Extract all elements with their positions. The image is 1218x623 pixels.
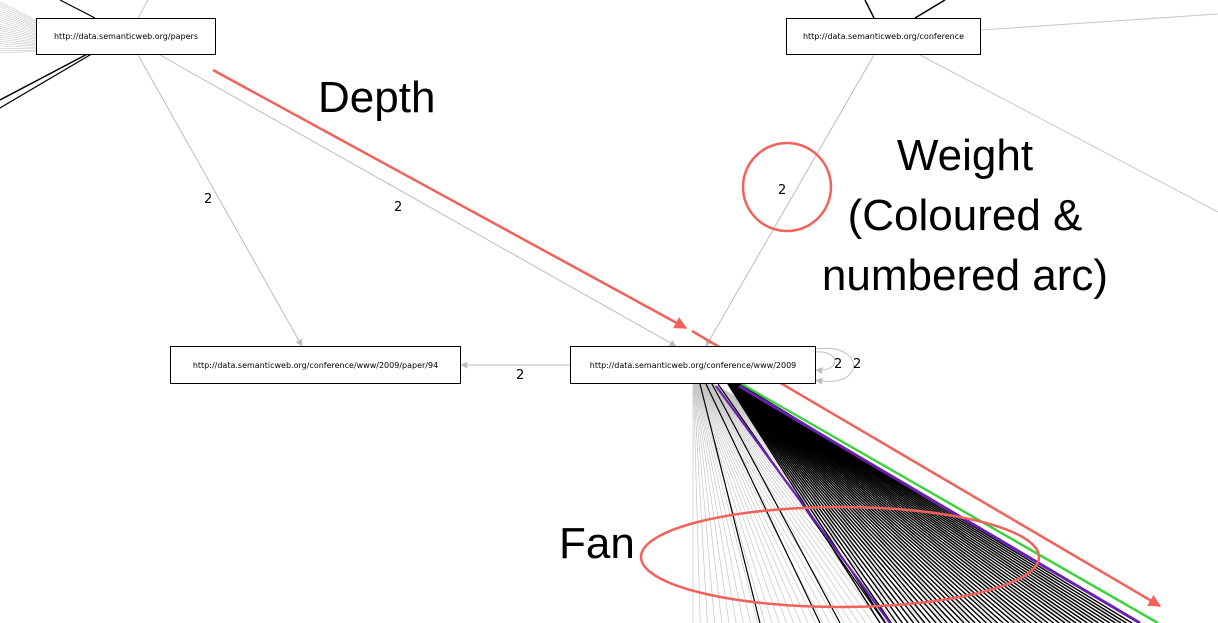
- annotation-weight-line1: Weight: [896, 131, 1034, 180]
- bundle-edge: [59, 0, 96, 19]
- fan-edge: [728, 383, 903, 623]
- annotation-weight-line3: numbered arc): [821, 251, 1109, 300]
- fan-edge: [701, 383, 881, 623]
- node-conference[interactable]: http://data.semanticweb.org/conference: [786, 18, 981, 55]
- fan-edge: [729, 383, 920, 623]
- fan-edge: [733, 383, 1021, 623]
- fan-edge: [697, 383, 795, 623]
- fan-edge-green: [741, 382, 1159, 623]
- fan-edge: [699, 383, 831, 623]
- fan-edge: [694, 383, 723, 623]
- fan-edge: [733, 383, 1010, 623]
- fan-edge: [698, 383, 816, 623]
- fan-edge: [729, 383, 926, 623]
- node-paper94[interactable]: http://data.semanticweb.org/conference/w…: [170, 346, 461, 384]
- fan-edge: [727, 383, 892, 623]
- fan-edge: [700, 383, 845, 623]
- fan-edge: [730, 383, 948, 623]
- fan-edge: [729, 383, 937, 623]
- fan-edge: [730, 383, 954, 623]
- node-papers[interactable]: http://data.semanticweb.org/papers: [36, 18, 216, 55]
- fan-edge: [705, 383, 821, 623]
- fan-edge: [731, 383, 971, 623]
- fan-edge: [711, 383, 841, 623]
- edge-bundle-top-conference: [137, 0, 1218, 213]
- fan-edge: [697, 383, 802, 623]
- fan-edge: [698, 383, 823, 623]
- depth-arrow: [212, 68, 688, 330]
- fan-edge: [695, 383, 751, 623]
- fan-edge: [733, 383, 1004, 623]
- fan-edge: [733, 383, 1015, 623]
- weight-label-papers-paper94: 2: [204, 192, 213, 207]
- fan-edge: [693, 383, 708, 623]
- weight-label-papers-www2009: 2: [394, 200, 403, 215]
- fan-edge: [727, 383, 881, 623]
- fan-edge: [702, 383, 895, 623]
- annotation-fan: Fan: [559, 519, 635, 568]
- edge-fan-bundle: [692, 382, 1163, 623]
- fan-edge: [734, 383, 1038, 623]
- fan-edge: [728, 383, 909, 623]
- edge-self-loop-outer: [815, 347, 854, 385]
- fan-edge: [694, 383, 737, 623]
- bundle-edge: [0, 49, 96, 101]
- fan-edge: [697, 383, 787, 623]
- fan-edge: [730, 383, 959, 623]
- fan-edge: [700, 383, 859, 623]
- bundle-edge: [0, 51, 96, 109]
- fan-edge: [731, 383, 965, 623]
- annotation-weight: Weight (Coloured & numbered arc): [805, 126, 1125, 306]
- fan-edge: [730, 383, 943, 623]
- fan-edge: [694, 383, 730, 623]
- node-www2009[interactable]: http://data.semanticweb.org/conference/w…: [570, 346, 816, 384]
- fan-highlight-ellipse: [639, 505, 1041, 609]
- fan-edge: [732, 383, 993, 623]
- fan-edge: [734, 383, 1027, 623]
- annotation-depth: Depth: [318, 73, 436, 122]
- fan-edge-border: [744, 383, 1163, 623]
- fan-edge: [727, 383, 887, 623]
- fan-edge: [729, 383, 931, 623]
- fan-edge: [701, 383, 867, 623]
- edge-papers-www2009: [159, 54, 677, 347]
- edge-self-loop-inner: [815, 351, 836, 374]
- fan-edge-purple: [738, 384, 1141, 623]
- fan-edge: [728, 383, 898, 623]
- edge-papers-paper94: [137, 54, 303, 347]
- fan-edge: [732, 383, 982, 623]
- fan-edge-purple: [715, 385, 891, 623]
- weight-label-self-loop-inner: 2: [834, 357, 843, 372]
- fan-edge: [695, 383, 744, 623]
- fan-edge: [734, 383, 1032, 623]
- weight-label-conference-www2009: 2: [778, 183, 787, 198]
- weight-highlight-circle: [741, 141, 833, 233]
- edge-conference-www2009: [705, 54, 875, 347]
- fan-edge: [696, 383, 780, 623]
- fan-edge: [699, 383, 761, 623]
- fan-edge: [732, 383, 987, 623]
- fan-edge: [728, 383, 915, 623]
- fan-edge: [695, 383, 759, 623]
- fan-edge: [696, 383, 766, 623]
- fan-edge: [699, 383, 838, 623]
- fan-edge: [701, 383, 874, 623]
- fan-edge: [693, 383, 715, 623]
- fan-edge: [732, 383, 999, 623]
- fan-edge: [698, 383, 809, 623]
- fan-edge: [731, 383, 976, 623]
- annotation-weight-line2: (Coloured &: [847, 191, 1083, 240]
- weight-label-self-loop-outer: 2: [853, 357, 862, 372]
- weight-label-www2009-paper94: 2: [516, 368, 525, 383]
- fan-edge: [693, 383, 701, 623]
